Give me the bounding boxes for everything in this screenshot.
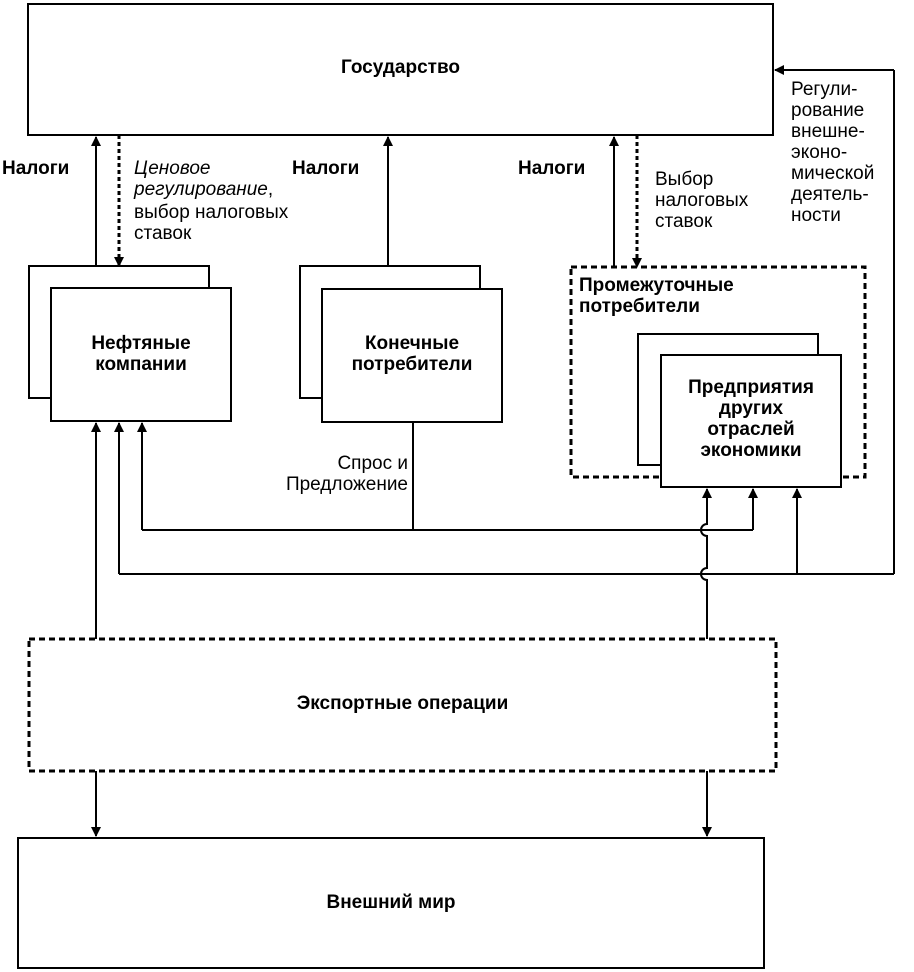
other-enterprises-label: Предприятия других отраслей экономики (688, 377, 814, 461)
supply-demand-label: Спрос и Предложение (285, 453, 408, 495)
export-box (27, 637, 778, 773)
taxes-label-intermediate: Налоги (518, 158, 586, 179)
intermediate-consumers-label: Промежуточные потребители (579, 275, 734, 317)
tax-rates-label-oil: выбор налоговых ставок (134, 202, 289, 244)
price-regulation-label: Ценовое регулирование, (134, 158, 273, 200)
outer-world-box (17, 837, 765, 969)
export-to-enterprises-arrow (700, 488, 712, 639)
state-box (27, 3, 774, 136)
oil-companies-box (50, 287, 232, 422)
oil-companies-label: Нефтяные компании (91, 333, 191, 375)
other-enterprises-box (660, 354, 842, 488)
outer-world-label: Внешний мир (326, 892, 456, 913)
state-label: Государство (341, 57, 460, 78)
taxes-label-consumers: Налоги (292, 158, 360, 179)
taxes-label-oil: Налоги (2, 158, 70, 179)
final-consumers-label: Конечные потребители (351, 333, 473, 375)
price-regulation-text: Ценовое регулирование (134, 158, 268, 200)
export-label: Экспортные операции (296, 693, 509, 714)
price-regulation-comma: , (267, 179, 274, 200)
tax-rates-label-intermediate: Выбор налоговых ставок (655, 169, 749, 232)
final-consumers-box (321, 288, 503, 423)
foreign-trade-regulation-label: Регули- рование внешне- эконо- мической … (791, 79, 875, 226)
